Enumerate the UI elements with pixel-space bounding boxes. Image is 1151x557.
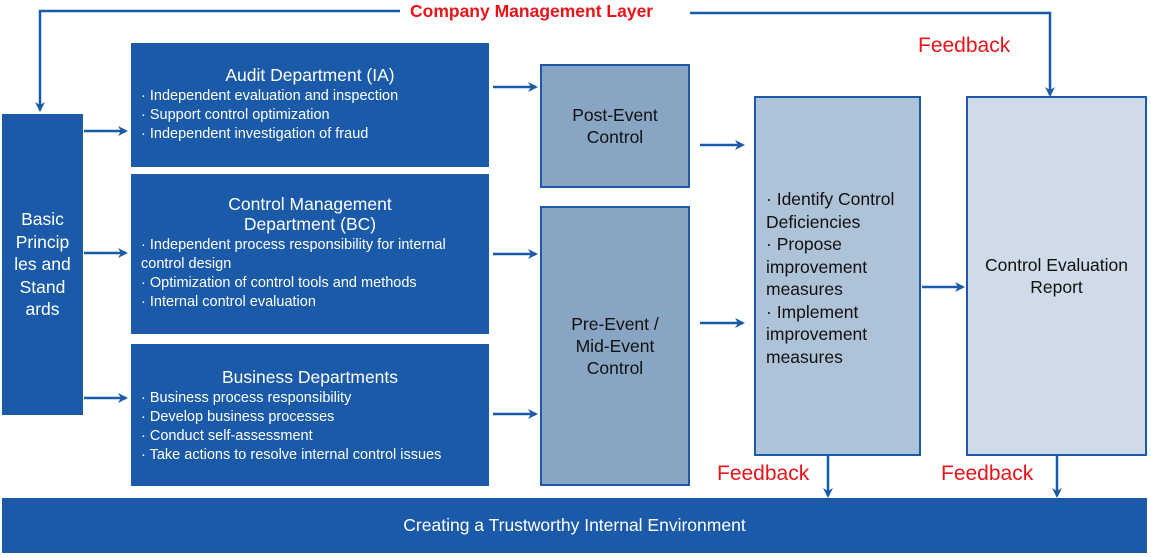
control-evaluation-report-text: Control Evaluation Report [985,254,1128,298]
pre-event-control-text: Pre-Event / Mid-Event Control [571,314,659,378]
audit-department-title: Audit Department (IA) [225,65,395,85]
business-departments-box: Business Departments Business process re… [131,344,489,486]
basic-principles-text: Basic Princip les and Stand ards [14,209,71,320]
list-item: Conduct self-assessment [141,427,479,446]
list-item: Develop business processes [141,408,479,427]
post-event-control-text: Post-Event Control [572,105,658,147]
post-event-control-box: Post-Event Control [540,64,690,188]
feedback-label-improvement: Feedback [717,462,810,485]
basic-principles-box: Basic Princip les and Stand ards [2,114,83,415]
internal-environment-bar: Creating a Trustworthy Internal Environm… [2,498,1147,553]
feedback-label-top: Feedback [918,34,1011,57]
business-departments-title: Business Departments [221,367,399,387]
list-item: Optimization of control tools and method… [141,274,479,293]
list-item: Internal control evaluation [141,293,479,312]
control-management-title: Control Management Department (BC) [228,194,392,234]
list-item: Business process responsibility [141,389,479,408]
internal-environment-text: Creating a Trustworthy Internal Environm… [403,515,746,535]
list-item: Independent evaluation and inspection [141,87,479,106]
top-line-left [35,9,400,112]
improvement-item: · Identify Control Deficiencies [766,189,895,232]
list-item: Support control optimization [141,106,479,125]
feedback-label-report: Feedback [941,462,1034,485]
improvement-item: · Implement improvement measures [766,301,868,367]
list-item: Take actions to resolve internal control… [141,446,479,465]
pre-event-control-box: Pre-Event / Mid-Event Control [540,206,690,486]
top-line-right [690,11,1055,97]
control-management-box: Control Management Department (BC) Indep… [131,174,489,334]
improvement-box: · Identify Control Deficiencies · Propos… [754,96,921,456]
company-layer-label: Company Management Layer [410,1,654,21]
list-item: Independent investigation of fraud [141,125,479,144]
list-item: Independent process responsibility for i… [141,236,479,274]
control-evaluation-report-box: Control Evaluation Report [966,96,1147,456]
audit-department-box: Audit Department (IA) Independent evalua… [131,43,489,167]
improvement-item: · Propose improvement measures [766,234,868,299]
